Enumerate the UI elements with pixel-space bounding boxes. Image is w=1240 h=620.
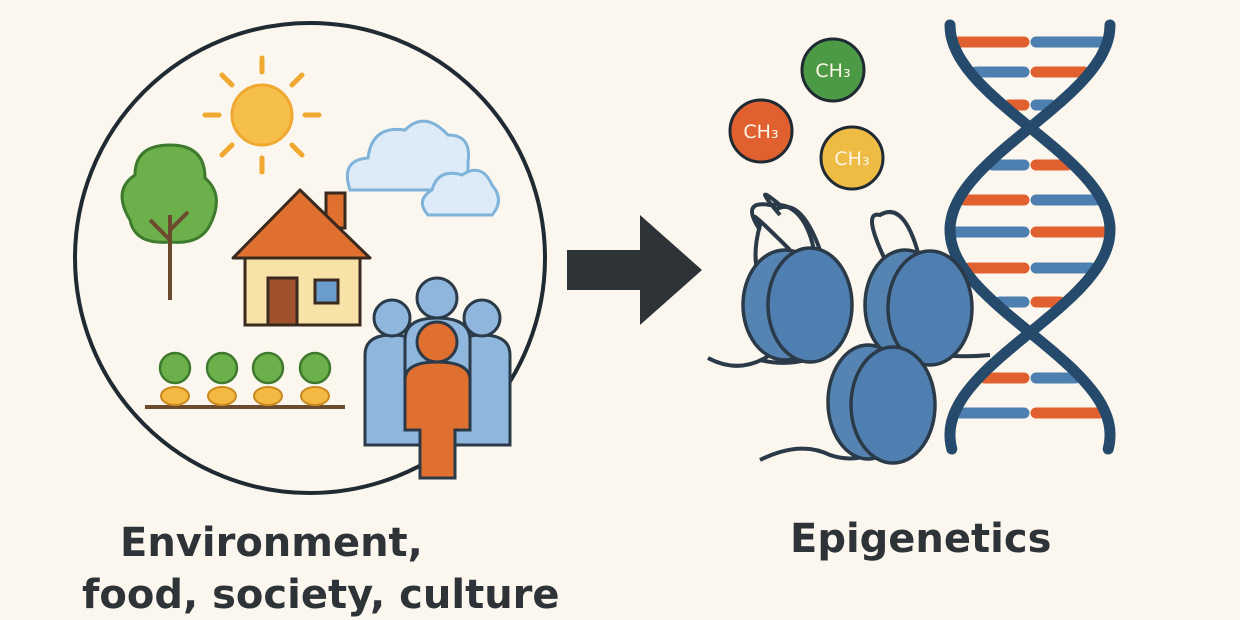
nucleosomes <box>707 192 991 465</box>
sun-icon <box>202 55 322 175</box>
caption-environment: Environment, <box>120 520 423 566</box>
methyl-group-red: CH₃ <box>728 98 794 164</box>
dna-strand <box>944 19 1116 455</box>
nucleosome <box>826 343 937 465</box>
nucleosome <box>863 248 974 367</box>
garden-icon <box>145 351 345 409</box>
caption-epigenetics: Epigenetics <box>790 516 1051 562</box>
svg-text:CH₃: CH₃ <box>815 60 850 82</box>
dna-strand <box>944 19 1116 455</box>
svg-text:CH₃: CH₃ <box>834 148 869 170</box>
house-icon <box>231 188 372 327</box>
cloud-icon <box>345 119 500 217</box>
environment-scene <box>73 21 547 495</box>
tree-icon <box>120 143 218 300</box>
arrow-icon <box>567 215 702 325</box>
methyl-groups: CH₃ CH₃ CH₃ <box>728 37 885 191</box>
caption-food-society-culture: food, society, culture <box>82 572 560 618</box>
people-icon <box>363 276 512 480</box>
dna-double-helix <box>944 19 1116 455</box>
scene-circle <box>73 21 547 495</box>
methyl-group-green: CH₃ <box>800 37 866 103</box>
nucleosome <box>741 246 854 364</box>
methyl-group-yellow: CH₃ <box>819 125 885 191</box>
svg-text:CH₃: CH₃ <box>743 121 778 143</box>
